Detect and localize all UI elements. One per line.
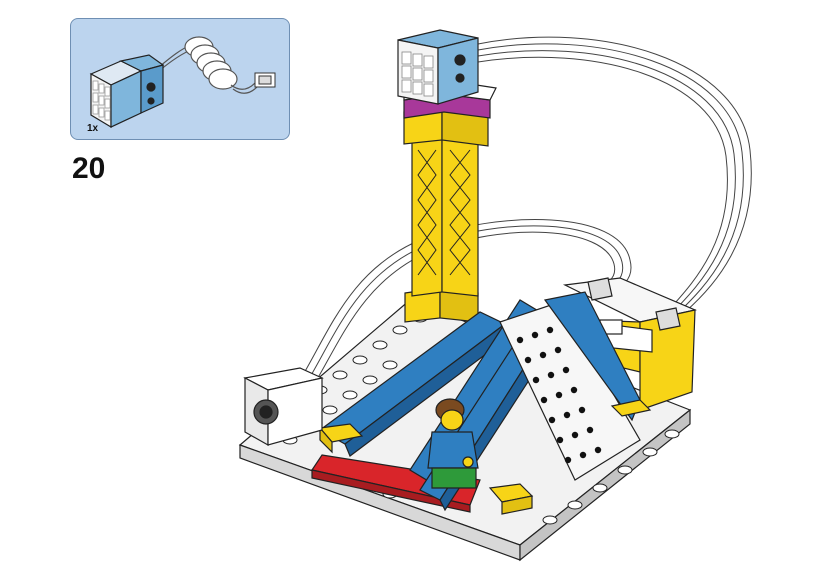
part-quantity-label: 1x — [87, 123, 99, 134]
tower-lattice — [417, 149, 471, 276]
distance-sensor-icon — [243, 367, 324, 447]
sensor-cable — [477, 36, 752, 313]
step-number: 20 — [72, 152, 106, 185]
parts-callout: 1x — [70, 18, 290, 140]
minifigure-icon — [427, 398, 479, 489]
color-sensor-face — [401, 51, 434, 97]
tent-panel-holes — [516, 326, 602, 464]
color-sensor-icon — [89, 36, 276, 129]
yellow-bricks — [318, 399, 652, 515]
distance-sensor-cable — [299, 219, 632, 389]
